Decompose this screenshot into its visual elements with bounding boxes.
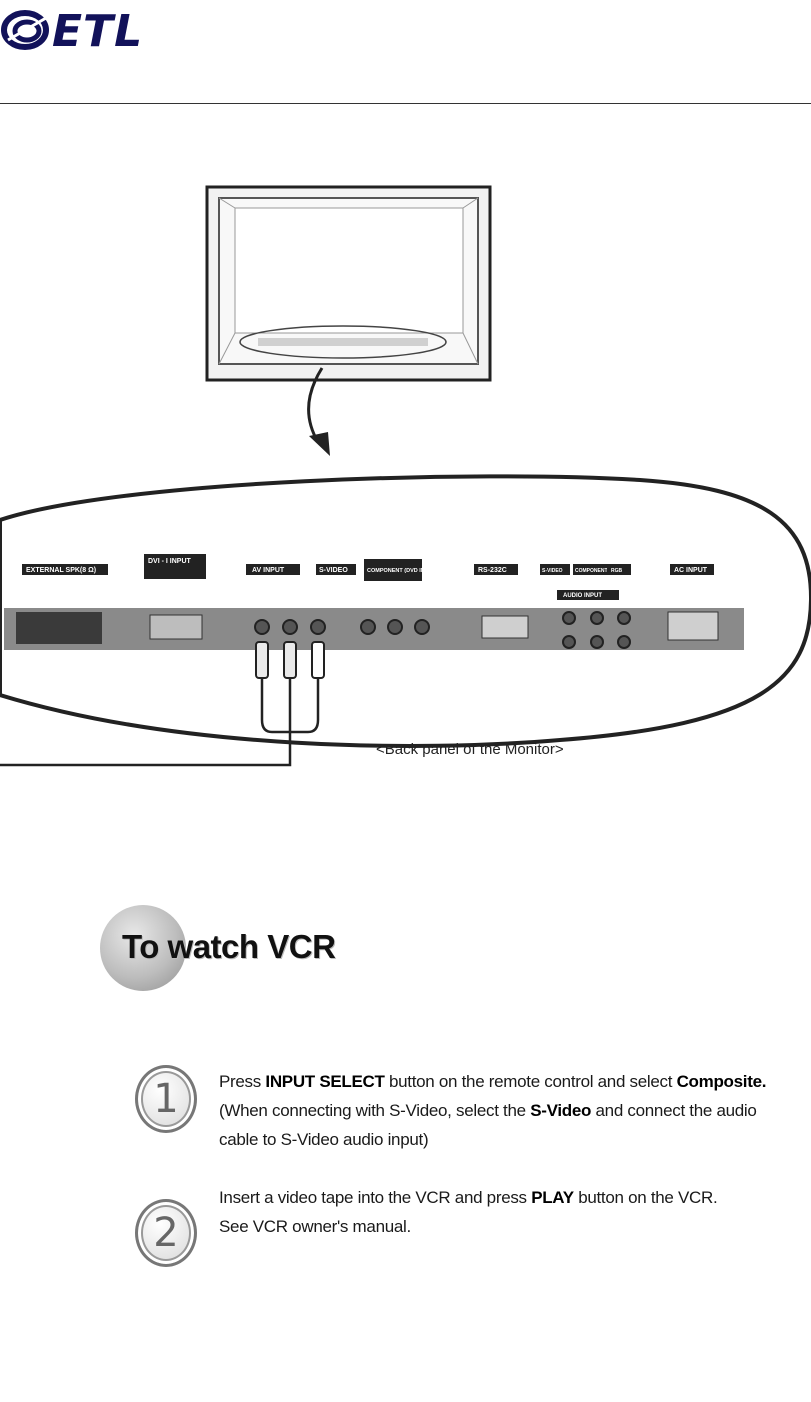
label-ac-input: AC INPUT (674, 567, 708, 574)
step-2-line-2: See VCR owner's manual. (219, 1217, 411, 1236)
monitor-illustration (205, 185, 492, 456)
logo-text: ETL (52, 6, 144, 57)
label-av-input: AV INPUT (252, 567, 285, 574)
label-audio-svideo: S-VIDEO (542, 568, 563, 574)
label-s-video: S-VIDEO (319, 567, 348, 574)
label-audio-input: AUDIO INPUT (563, 593, 602, 599)
step-1-number: 1 (135, 1065, 197, 1133)
label-audio-component: COMPONENT (575, 568, 608, 574)
label-component: COMPONENT (DVD INPUT) (367, 568, 438, 574)
label-dvi-input: DVI - I INPUT (148, 558, 192, 565)
step-2-line-1: Insert a video tape into the VCR and pre… (219, 1188, 718, 1207)
step-1-text: Press INPUT SELECT button on the remote … (219, 1067, 804, 1154)
step-2-number: 2 (135, 1199, 197, 1267)
step-1-line-2: (When connecting with S-Video, select th… (219, 1101, 757, 1120)
etl-logo: ETL (0, 4, 160, 54)
label-external-spk: EXTERNAL SPK(8 Ω) (26, 567, 96, 574)
step-2-text: Insert a video tape into the VCR and pre… (219, 1183, 779, 1241)
step-1-line-1: Press INPUT SELECT button on the remote … (219, 1072, 767, 1091)
section-title: To watch VCR (122, 928, 336, 965)
label-rs232c: RS-232C (478, 567, 507, 574)
label-audio-rgb: RGB (611, 568, 623, 574)
step-1-line-3: cable to S-Video audio input) (219, 1130, 429, 1149)
back-panel: EXTERNAL SPK(8 Ω) DVI - I INPUT AV INPUT… (0, 474, 811, 767)
diagram-caption: <Back panel of the Monitor> (376, 741, 564, 758)
heading-circle-decoration (100, 905, 186, 991)
header-rule (0, 103, 811, 104)
logo-swirl-icon (1, 10, 49, 50)
connection-diagram: EXTERNAL SPK(8 Ω) DVI - I INPUT AV INPUT… (0, 185, 811, 767)
